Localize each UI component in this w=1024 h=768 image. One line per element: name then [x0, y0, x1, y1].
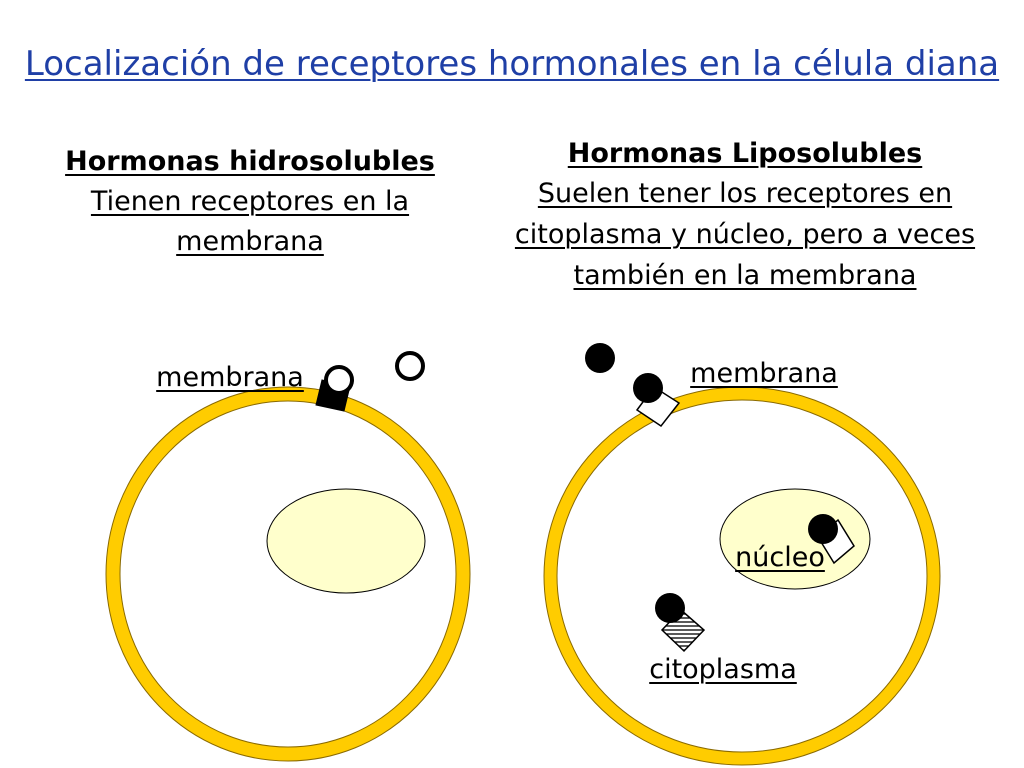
lipid-hormone-bound-membrane-icon [633, 373, 663, 403]
lipid-hormone-bound-cytoplasm-icon [655, 593, 685, 623]
right-subtitle-line-3: también en la membrana [573, 260, 917, 291]
right-cell-nucleus [719, 488, 871, 590]
right-cell-cytoplasm [556, 399, 928, 753]
water-soluble-hormone-bound-icon [324, 365, 354, 395]
cytoplasm-label: citoplasma [649, 654, 797, 685]
page-title: Localización de receptores hormonales en… [24, 44, 1000, 84]
left-subtitle-line-1: Tienen receptores en la [90, 186, 410, 217]
right-membrane-label: membrana [690, 358, 838, 389]
nucleus-label: núcleo [735, 542, 825, 573]
right-cell [543, 343, 941, 766]
lipid-hormone-free-icon [585, 343, 615, 373]
lipid-hormone-bound-nucleus-icon [808, 514, 838, 544]
right-heading: Hormonas Liposolubles [567, 138, 923, 169]
left-heading: Hormonas hidrosolubles [65, 146, 435, 177]
left-cell-nucleus [266, 488, 426, 594]
left-subtitle-line-2: membrana [176, 226, 324, 257]
left-cell [105, 351, 471, 762]
right-subtitle-line-1: Suelen tener los receptores en [537, 178, 953, 209]
water-soluble-hormone-free-icon [395, 351, 425, 381]
right-subtitle-line-2: citoplasma y núcleo, pero a veces [514, 219, 976, 250]
left-membrane-label: membrana [156, 362, 304, 393]
